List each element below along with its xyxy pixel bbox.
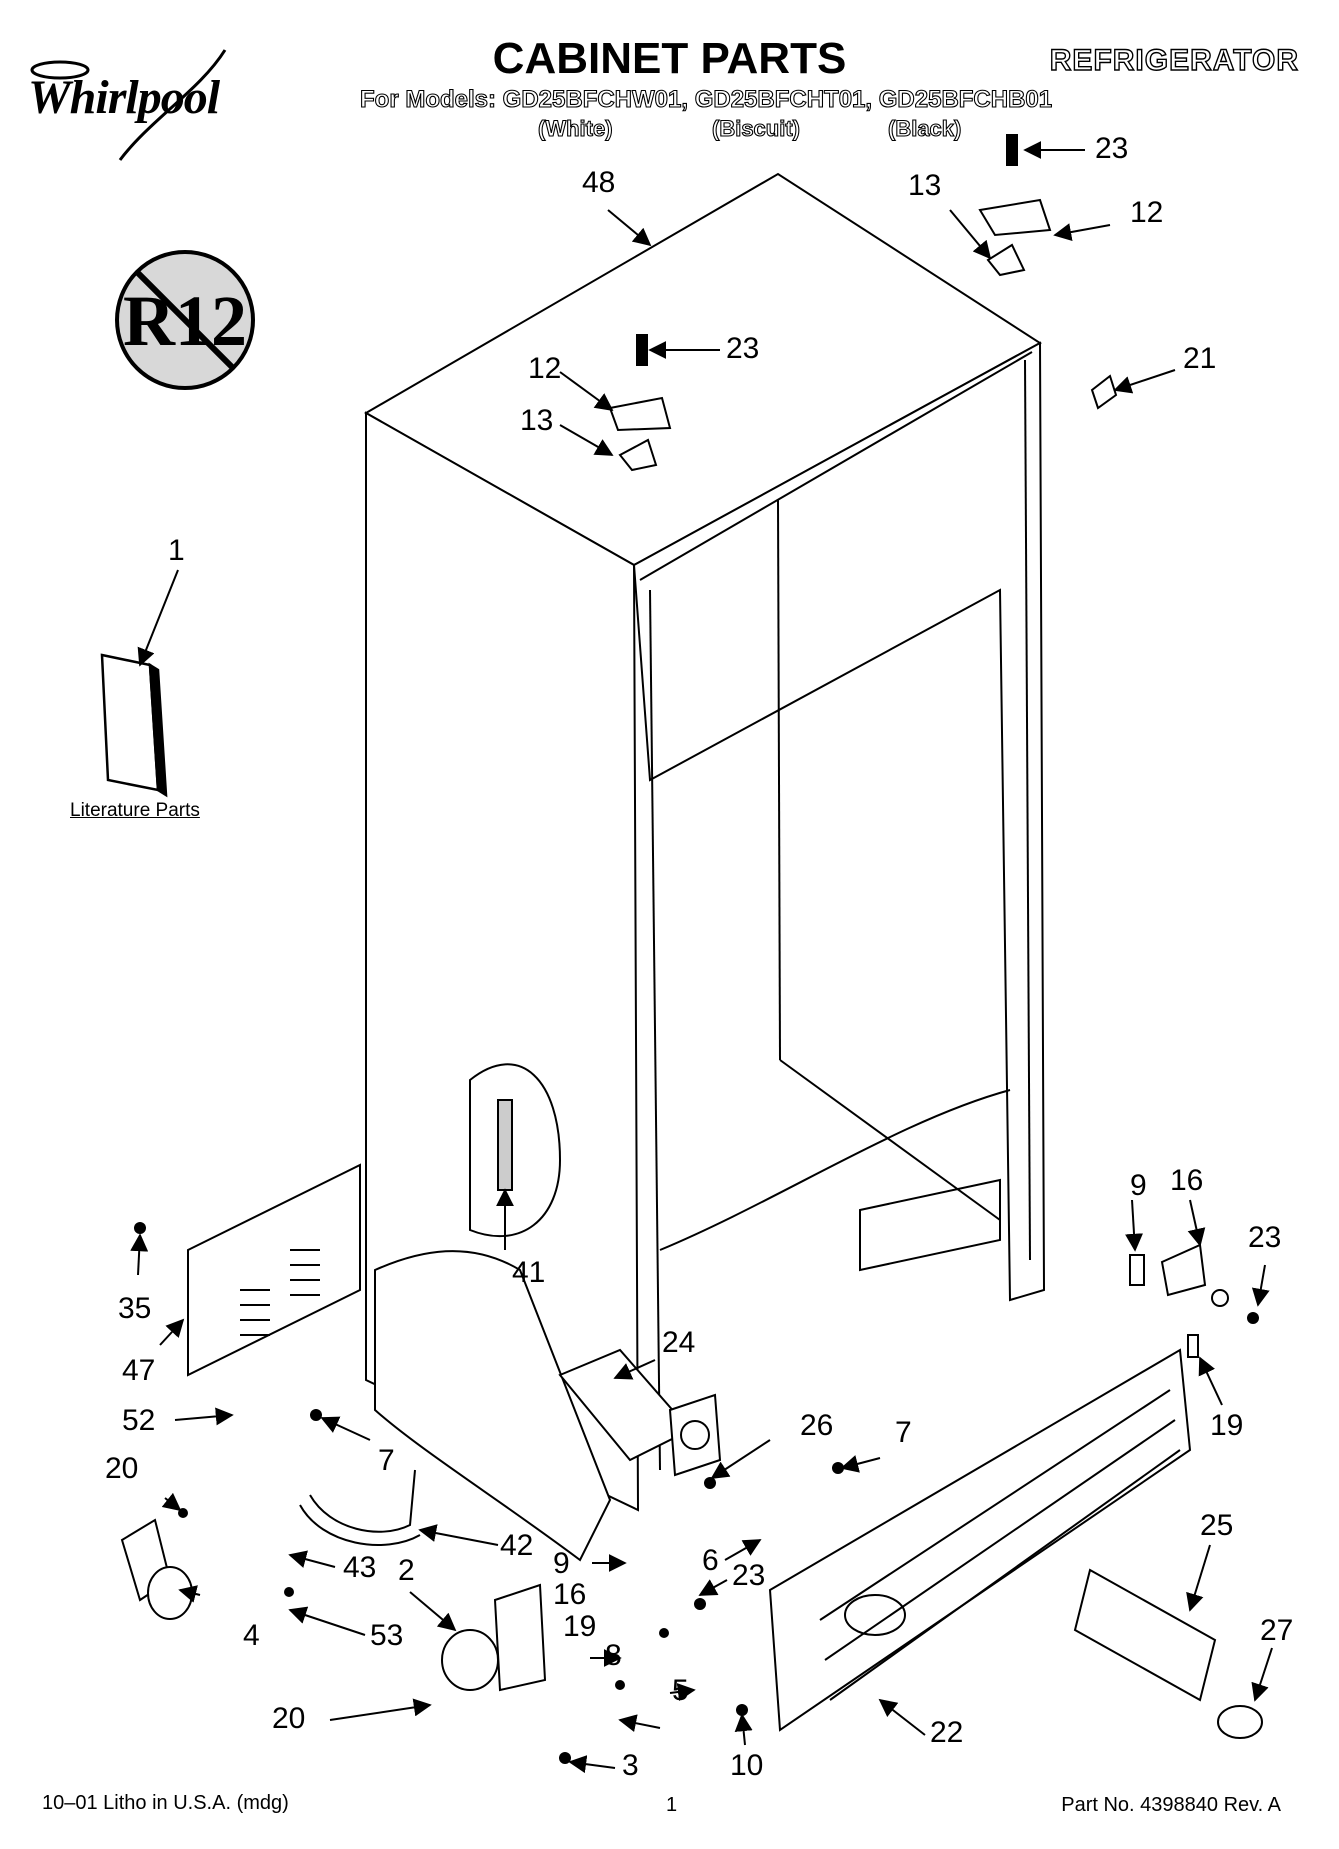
footer-part-number: Part No. 4398840 Rev. A <box>1061 1794 1281 1816</box>
callout-7-left: 7 <box>378 1444 395 1477</box>
rear-access-panel <box>187 1163 361 1377</box>
callout-42: 42 <box>500 1529 533 1562</box>
hinge-pin-21 <box>1090 374 1118 410</box>
callout-26: 26 <box>800 1409 833 1442</box>
callout-21: 21 <box>1183 342 1216 375</box>
water-valve-assembly <box>558 1348 722 1477</box>
footer-print-info: 10–01 Litho in U.S.A. (mdg) <box>42 1792 289 1814</box>
brand-swoosh-icon <box>30 49 227 161</box>
top-hinge-left <box>608 334 672 472</box>
cabinet-body <box>363 172 1046 1512</box>
front-grille <box>768 1348 1192 1732</box>
variant-white: (White) <box>537 115 613 141</box>
callout-4: 4 <box>243 1619 260 1652</box>
callout-3: 3 <box>622 1749 639 1782</box>
callout-53: 53 <box>370 1619 403 1652</box>
callout-27: 27 <box>1260 1614 1293 1647</box>
callout-numbers: 1 48 23 13 12 23 12 13 21 9 16 23 19 41 … <box>105 132 1293 1782</box>
callout-22: 22 <box>930 1716 963 1749</box>
callout-19-center: 19 <box>563 1610 596 1643</box>
water-solenoid <box>441 1583 547 1692</box>
callout-43: 43 <box>343 1551 376 1584</box>
leveling-roller <box>120 1518 193 1620</box>
callout-8: 8 <box>605 1639 622 1672</box>
footer-page-number: 1 <box>666 1794 678 1816</box>
callout-20-bottom: 20 <box>272 1702 305 1735</box>
callout-23-right: 23 <box>1248 1221 1281 1254</box>
callout-23-top-left: 23 <box>726 332 759 365</box>
callout-13-top-right: 13 <box>908 169 941 202</box>
callout-5: 5 <box>672 1674 689 1707</box>
callout-19-right: 19 <box>1210 1409 1243 1442</box>
literature-booklet <box>100 653 168 798</box>
callout-20-top: 20 <box>105 1452 138 1485</box>
callout-48: 48 <box>582 166 615 199</box>
lower-right-hinge <box>1129 1243 1229 1358</box>
literature-parts-label: Literature Parts <box>70 800 200 821</box>
callout-12-top-left: 12 <box>528 352 561 385</box>
callout-24: 24 <box>662 1326 695 1359</box>
callout-47: 47 <box>122 1354 155 1387</box>
callout-16-center: 16 <box>553 1578 586 1611</box>
callout-35: 35 <box>118 1292 151 1325</box>
callout-25: 25 <box>1200 1509 1233 1542</box>
callout-6: 6 <box>702 1544 719 1577</box>
callout-13-top-left: 13 <box>520 404 553 437</box>
callout-23-top-right: 23 <box>1095 132 1128 165</box>
callout-7-right: 7 <box>895 1416 912 1449</box>
models-line: For Models: GD25BFCHW01, GD25BFCHT01, GD… <box>359 85 1053 113</box>
water-tube <box>299 1469 421 1546</box>
callout-52: 52 <box>122 1404 155 1437</box>
callout-9-right: 9 <box>1130 1169 1147 1202</box>
variant-biscuit: (Biscuit) <box>711 115 800 141</box>
brand-logo: Whirlpool <box>28 71 220 124</box>
callout-41: 41 <box>512 1256 545 1289</box>
variant-black: (Black) <box>887 115 962 141</box>
category-label: REFRIGERATOR <box>1049 43 1299 77</box>
callout-2: 2 <box>398 1554 415 1587</box>
leader-lines <box>130 141 1273 1774</box>
callout-10: 10 <box>730 1749 763 1782</box>
callout-23-center: 23 <box>732 1559 765 1592</box>
page-title: CABINET PARTS <box>492 34 847 83</box>
callout-12-top-right: 12 <box>1130 196 1163 229</box>
callout-16-right: 16 <box>1170 1164 1203 1197</box>
callout-9-center: 9 <box>553 1547 570 1580</box>
top-hinge-right <box>978 134 1052 277</box>
no-r12-icon: R12 <box>115 250 255 390</box>
water-filter <box>1073 1568 1263 1739</box>
callout-1: 1 <box>168 534 185 567</box>
